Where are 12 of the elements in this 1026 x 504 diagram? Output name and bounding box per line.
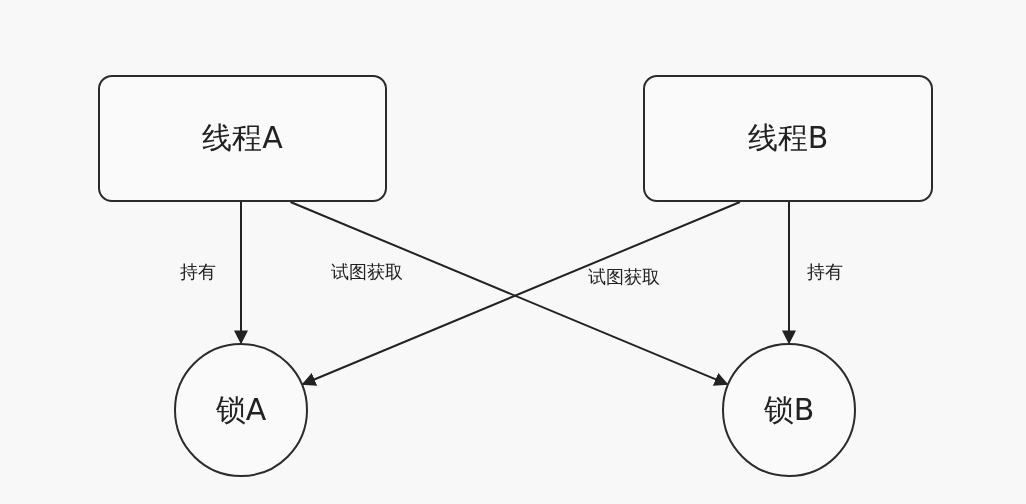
node-label: 线程A (202, 119, 283, 157)
thread-box (643, 75, 933, 202)
node-label: 线程B (747, 119, 829, 157)
node-label: 锁B (763, 390, 815, 429)
thread-box (98, 75, 387, 202)
edge-label: 试图获取 (330, 260, 403, 284)
edge-label: 持有 (180, 260, 216, 284)
arrow (782, 201, 796, 345)
edge-label: 持有 (807, 260, 843, 284)
edge-label: 试图获取 (588, 265, 660, 289)
node-label: 锁A (215, 390, 267, 429)
arrow (234, 201, 248, 345)
